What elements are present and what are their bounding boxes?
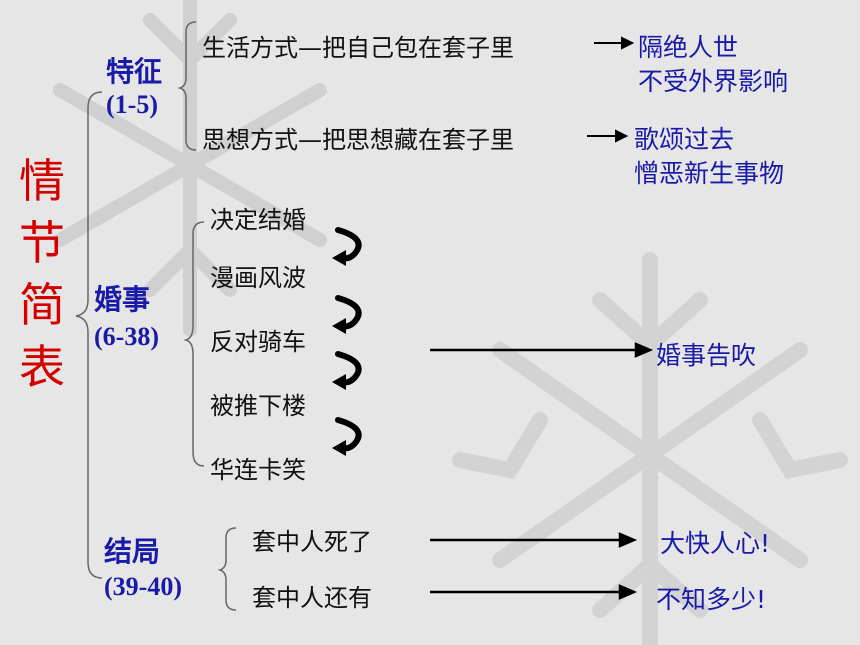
ending-result-arrow-2 [618, 584, 638, 600]
features-label: 特征 [106, 55, 163, 88]
curved-arrow-icon [335, 351, 362, 386]
ending-result-2: 不知多少! [656, 585, 767, 614]
ending-item-2: 套中人还有 [252, 584, 372, 612]
main-title-char-4: 表 [19, 340, 65, 394]
ending-range: (39-40) [104, 572, 182, 601]
ending-result-arrow-1 [618, 532, 638, 548]
main-brace [75, 91, 103, 579]
curved-arrow-icon [335, 227, 362, 262]
features-result-2a: 歌颂过去 [634, 125, 735, 154]
curved-arrow-icon [335, 295, 362, 330]
features-result-2b: 憎恶新生事物 [634, 159, 785, 188]
marriage-result-arrow [634, 342, 654, 358]
features-result-1b: 不受外界影响 [638, 67, 789, 96]
features-result-1a: 隔绝人世 [638, 33, 739, 62]
marriage-range: (6-38) [94, 322, 159, 351]
main-title-char-2: 节 [19, 216, 65, 270]
ending-brace [217, 527, 237, 611]
features-item-1: 生活方式—把自己包在套子里 [202, 34, 514, 62]
ending-result-1: 大快人心! [660, 529, 771, 558]
marriage-label: 婚事 [94, 283, 151, 316]
curved-arrow-icon [335, 417, 362, 452]
ending-label: 结局 [104, 535, 161, 568]
marriage-brace [183, 221, 205, 467]
main-title-char-1: 情 [19, 154, 65, 208]
marriage-step-5: 华连卡笑 [210, 456, 306, 484]
marriage-step-3: 反对骑车 [210, 328, 306, 356]
marriage-step-4: 被推下楼 [210, 392, 306, 420]
arrow-head [615, 129, 629, 143]
snowflake-right [452, 252, 848, 645]
marriage-step-1: 决定结婚 [210, 206, 306, 234]
ending-item-1: 套中人死了 [252, 528, 372, 556]
marriage-result: 婚事告吹 [656, 341, 757, 370]
main-title-char-3: 简 [19, 278, 65, 332]
arrow-head [621, 36, 635, 50]
features-brace [177, 21, 197, 151]
features-item-2: 思想方式—把思想藏在套子里 [202, 126, 514, 154]
marriage-step-2: 漫画风波 [210, 264, 306, 292]
snowflake-left [53, 0, 327, 337]
features-range: (1-5) [106, 90, 158, 119]
